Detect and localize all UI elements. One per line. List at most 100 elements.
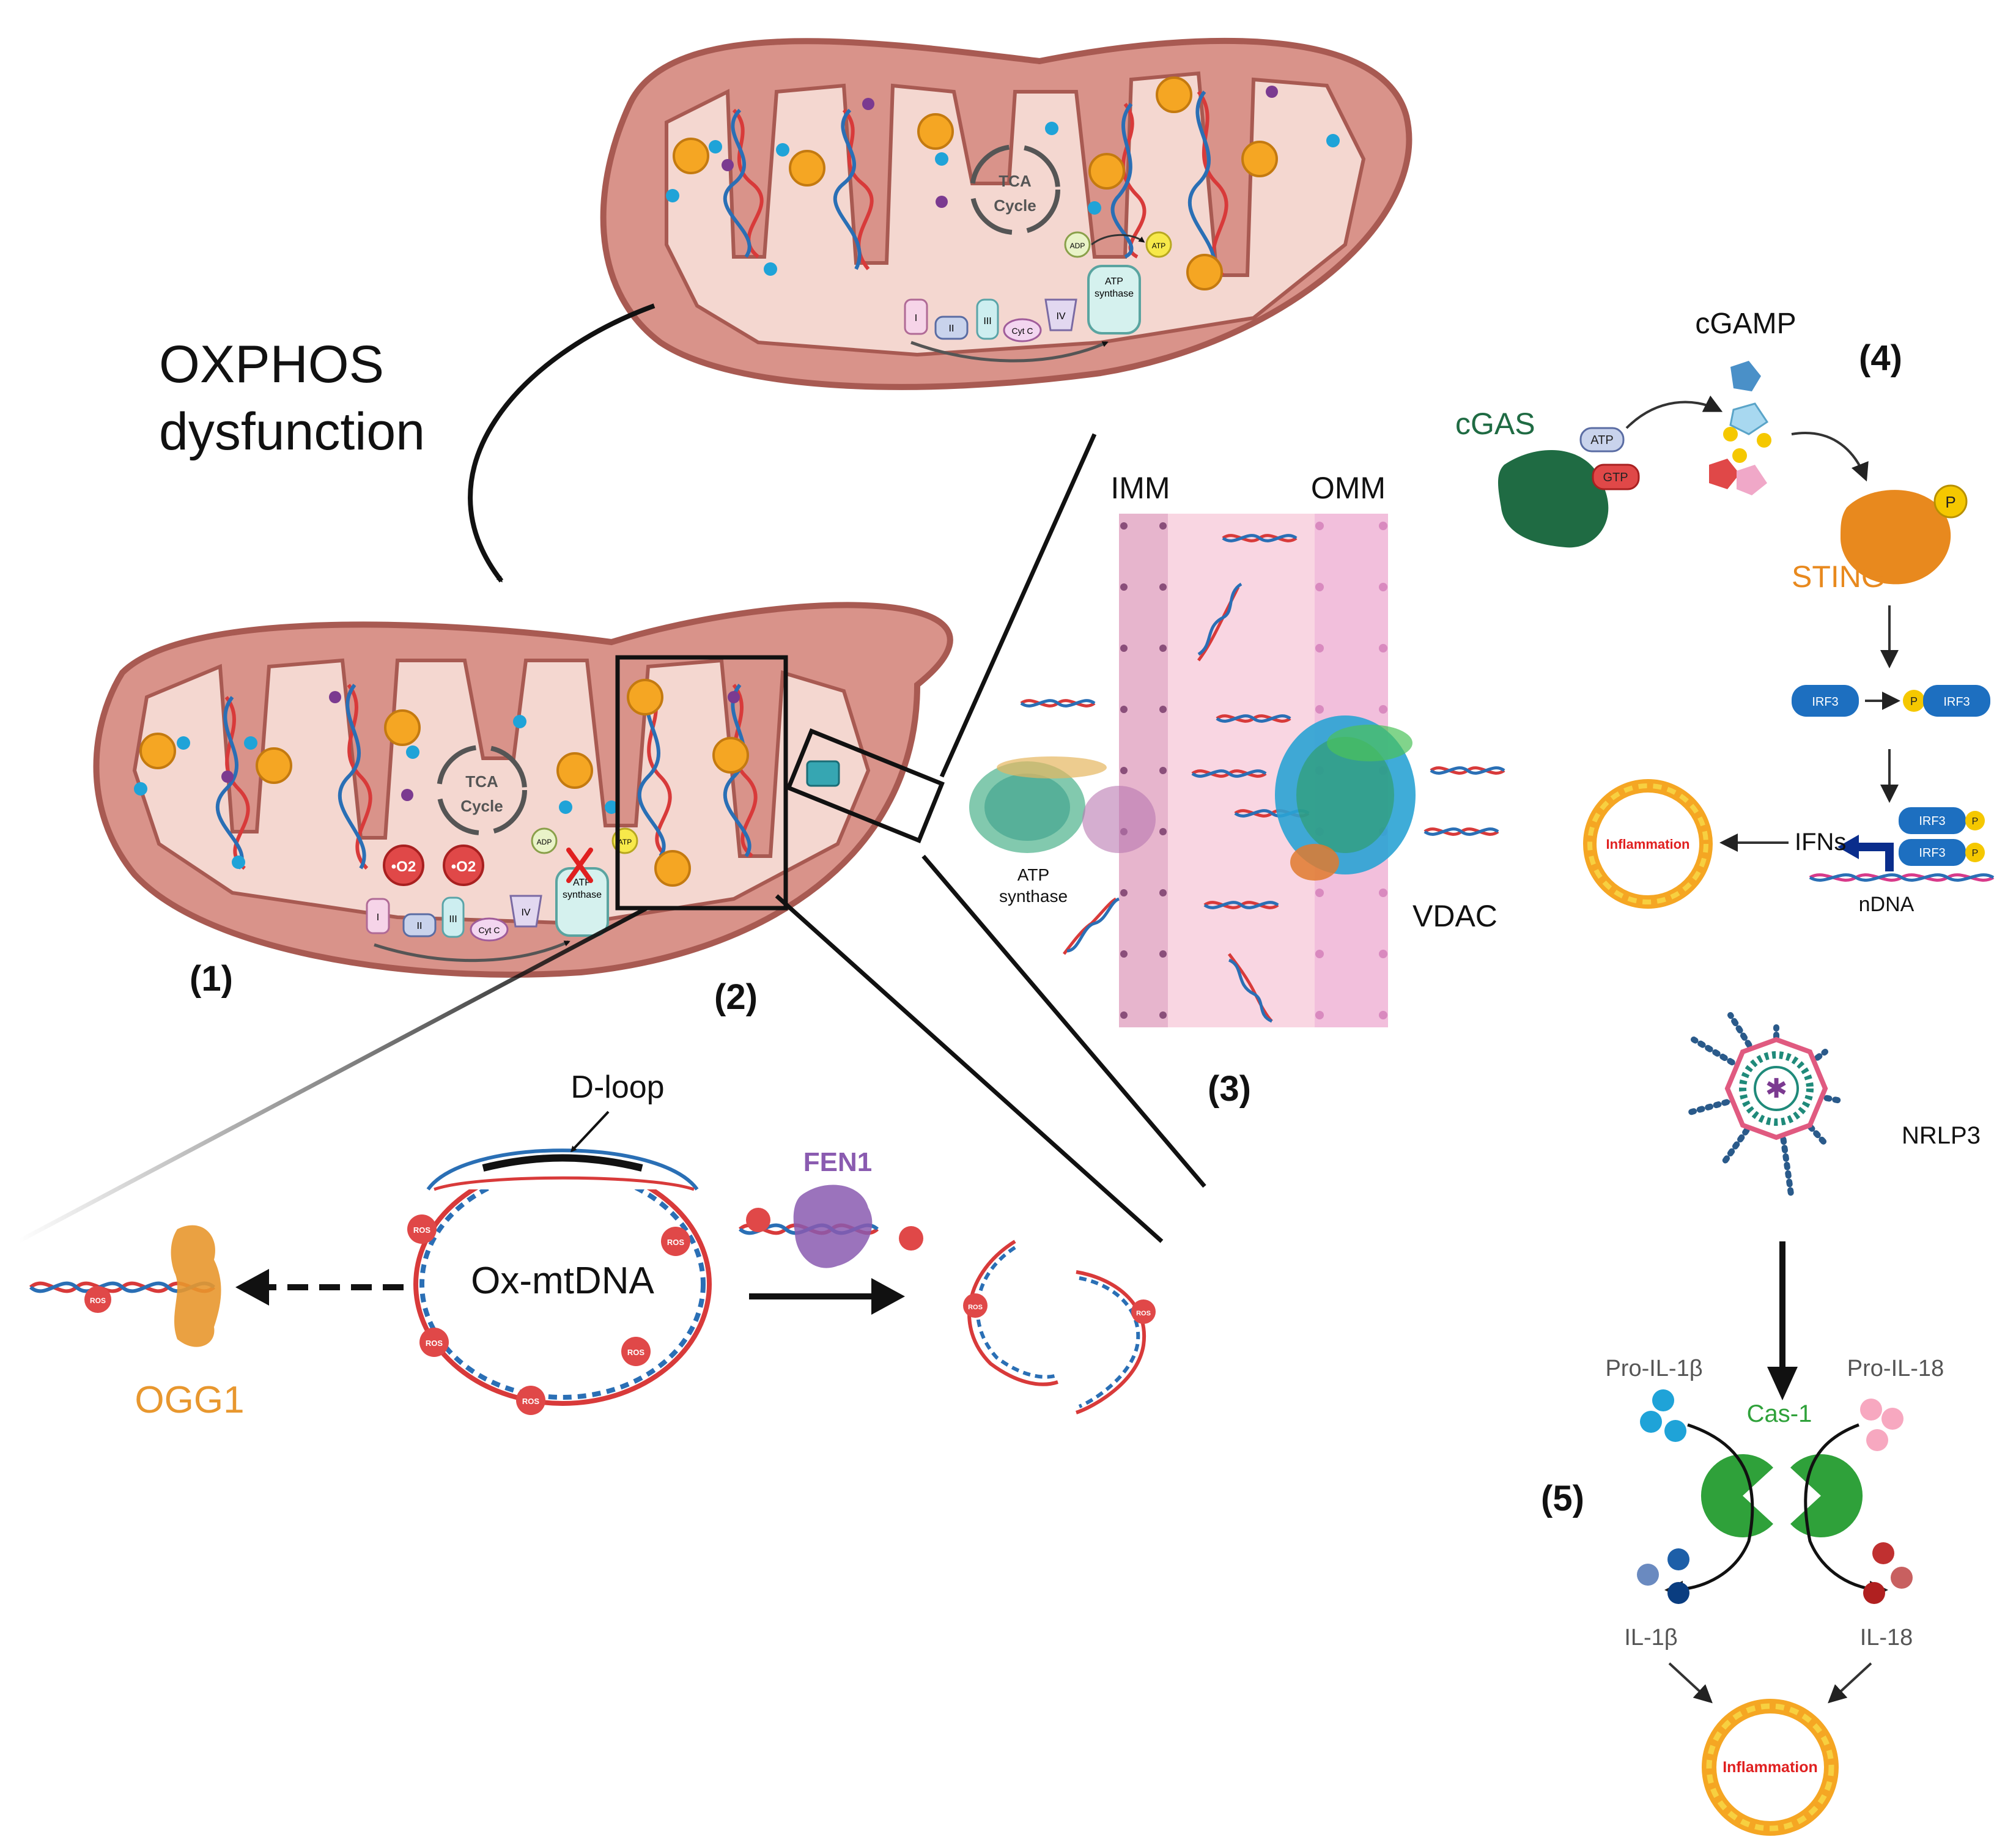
zoom-lines [17, 433, 1206, 1244]
ros-marker-4: ROS [627, 1348, 645, 1357]
complex-II-top: II [949, 323, 954, 334]
cytc-bottom: Cyt C [479, 925, 500, 935]
nlrp3-complex: ✱ [1685, 1012, 1844, 1202]
ogg1-ros-marker: ROS [90, 1296, 106, 1305]
cgas-sting-panel: cGAS ATP GTP cGAMP P STING IRF3 P [1455, 308, 1995, 916]
inflammation-label-2: Inflammation [1723, 1759, 1818, 1776]
title-line-2: dysfunction [159, 402, 425, 461]
adp-top: ADP [1070, 242, 1085, 250]
ogg1-protein [171, 1225, 221, 1347]
ros-marker-1: ROS [413, 1225, 431, 1235]
atp-synthase-label-2: synthase [999, 887, 1068, 906]
ogg1-label: OGG1 [135, 1379, 244, 1421]
ifns-label: IFNs [1795, 829, 1846, 856]
cas1-label: Cas-1 [1747, 1400, 1812, 1427]
cleaved-fragments [967, 1240, 1147, 1414]
complex-IV-top: IV [1056, 311, 1065, 322]
caspase-1 [1700, 1454, 1863, 1537]
atp-synthase-bottom-2: synthase [563, 890, 602, 900]
blocked-x-icon [566, 848, 593, 883]
complex-III-bottom: III [449, 914, 457, 925]
ros-marker-5: ROS [522, 1397, 540, 1406]
superoxide-radicals: •O2 •O2 [383, 845, 484, 886]
irf3-dimer-p2: P [1972, 848, 1979, 859]
step-3-label: (3) [1208, 1069, 1251, 1109]
nlrp3-core-icon: ✱ [1765, 1074, 1788, 1104]
imm-label: IMM [1110, 471, 1170, 505]
vdac-structure: VDAC [1275, 715, 1497, 933]
dloop-label: D-loop [570, 1070, 664, 1105]
ros-markers: ROS ROS ROS ROS ROS [407, 1214, 690, 1415]
irf3-inactive: IRF3 [1812, 695, 1838, 709]
complex-I-bottom: I [377, 912, 379, 923]
mito-bottom-dna [215, 684, 758, 870]
cytc-top: Cyt C [1012, 326, 1033, 336]
mito-top-metabolites [666, 76, 1340, 290]
cgamp-molecule [1709, 361, 1771, 495]
pro-il1b-molecules [1640, 1389, 1686, 1442]
inflammasome-panel: ✱ NRLP3 Pro-IL-1β Pro-IL-18 Cas-1 [1605, 1012, 1981, 1836]
nrlp3-label: NRLP3 [1902, 1122, 1981, 1149]
ros-marker-3: ROS [426, 1339, 443, 1348]
sting-label: STING [1792, 560, 1885, 594]
ndna-label: nDNA [1859, 893, 1915, 916]
atp-synthase-top-1: ATP [1105, 276, 1123, 287]
atp-synthase-label-1: ATP [1017, 865, 1049, 884]
pro-il18-label: Pro-IL-18 [1847, 1356, 1944, 1381]
sting-protein [1841, 490, 1951, 585]
tca-label-top-2: Cycle [994, 196, 1036, 215]
complex-III-top: III [983, 316, 991, 327]
irf3-activation: IRF3 P IRF3 [1792, 685, 1990, 717]
tca-label-bottom-2: Cycle [460, 797, 503, 815]
irf3-dimer-1: IRF3 [1919, 815, 1945, 828]
cgas-gtp: GTP [1603, 471, 1628, 484]
irf3-dimer-2: IRF3 [1919, 846, 1945, 860]
irf3-active: IRF3 [1943, 695, 1970, 709]
pro-il18-molecules [1860, 1399, 1903, 1451]
inflammation-ring-2: Inflammation [1702, 1699, 1839, 1836]
fen1-label: FEN1 [803, 1147, 872, 1177]
superoxide-1: •O2 [391, 859, 416, 875]
sting-phospho: P [1945, 493, 1955, 511]
inflammation-ring-1: Inflammation [1583, 779, 1713, 909]
atp-synthase-bottom-1: ATP [573, 878, 591, 888]
cgas-atp: ATP [1590, 434, 1613, 447]
pro-il1b-label: Pro-IL-1β [1605, 1356, 1702, 1381]
il1b-label: IL-1β [1624, 1625, 1677, 1650]
superoxide-2: •O2 [451, 859, 476, 875]
fragment-ros-1: ROS [968, 1304, 983, 1311]
irf3-phospho: P [1910, 695, 1918, 708]
region-3-box [786, 728, 945, 843]
cgas-protein [1498, 450, 1609, 548]
il1b-molecules [1637, 1548, 1689, 1604]
dloop-structure: D-loop [426, 1070, 699, 1191]
step-2-label: (2) [714, 977, 758, 1017]
tca-cycle-top: TCA Cycle [970, 144, 1060, 235]
dloop-pointer [570, 1111, 610, 1153]
tca-label-bottom-1: TCA [465, 772, 498, 791]
atp-bottom: ATP [618, 838, 632, 846]
complex-II-bottom: II [417, 921, 423, 931]
tca-label-top-1: TCA [999, 172, 1032, 190]
cgas-label: cGAS [1455, 407, 1535, 441]
ros-marker-2: ROS [667, 1238, 685, 1247]
title-line-1: OXPHOS [159, 335, 384, 394]
irf3-dimer-p1: P [1972, 816, 1979, 827]
omm-label: OMM [1311, 471, 1386, 505]
oxmtdna-panel: D-loop Ox-mtDNA ROS ROS ROS ROS ROS ROS … [29, 1070, 1156, 1421]
atp-synthase-structure: ATP synthase [969, 756, 1156, 906]
imm-bilayer [1119, 514, 1168, 1027]
atp-synthase-top-2: synthase [1095, 289, 1134, 299]
region-2-box [615, 655, 788, 911]
adp-bottom: ADP [537, 838, 552, 846]
step-4-label: (4) [1859, 338, 1902, 378]
fragment-ros-2: ROS [1136, 1310, 1151, 1317]
mito-top-dna [723, 91, 1228, 277]
mitochondrion-top: TCA Cycle I II III Cyt C IV ATP synthase… [600, 37, 1412, 390]
vdac-label: VDAC [1412, 899, 1497, 933]
step-5-label: (5) [1541, 1479, 1584, 1518]
atp-top: ATP [1152, 242, 1165, 250]
mitochondrion-bottom: TCA Cycle •O2 •O2 I II III Cyt C IV ATP … [93, 602, 953, 978]
complex-I-top: I [915, 313, 917, 323]
